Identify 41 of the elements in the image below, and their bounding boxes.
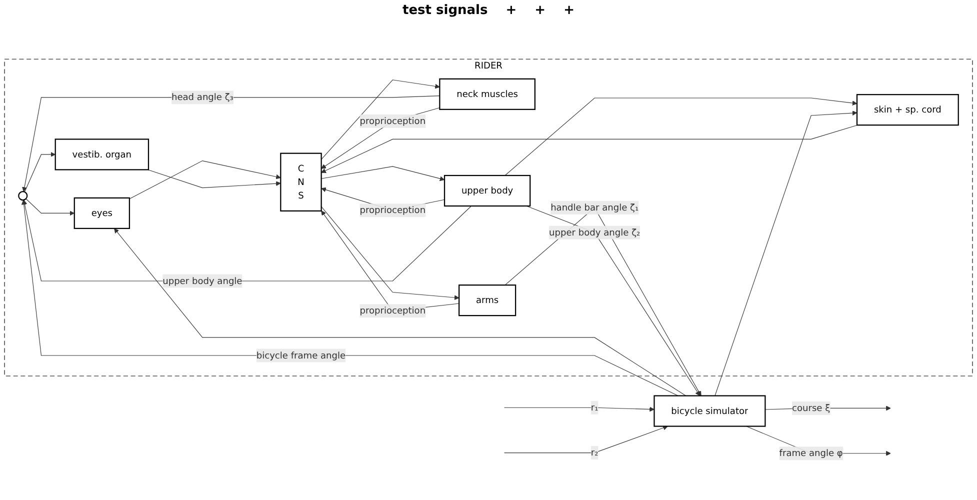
edge-label: upper body angle ζ₂	[549, 226, 640, 238]
edge-label: r₁	[590, 402, 598, 413]
node-box: arms	[458, 284, 516, 316]
arrow	[504, 98, 858, 176]
note-label: +	[534, 3, 546, 18]
arrow	[321, 80, 440, 160]
arrow	[26, 198, 75, 216]
node-box: bicycle simulator	[654, 395, 766, 427]
arrow	[714, 110, 858, 396]
arrow	[22, 200, 472, 282]
arrow	[504, 406, 654, 412]
node-box: skin + sp. cord	[856, 94, 959, 126]
edge-label: proprioception	[360, 115, 426, 126]
arrow	[129, 160, 281, 200]
note-label: +	[564, 3, 574, 18]
edge-label: handle bar angle ζ₁	[550, 202, 639, 213]
arrow	[114, 228, 686, 396]
node-box: upper body	[444, 174, 531, 207]
edge-label: r₂	[590, 447, 598, 458]
node-box: neck muscles	[439, 78, 536, 110]
edge-label: bicycle frame angle	[256, 350, 346, 361]
node-box: C N S	[280, 152, 322, 212]
edge-label: head angle ζ₃	[171, 92, 234, 102]
node-circle	[18, 191, 28, 201]
note-label: +	[506, 3, 517, 18]
node-box: vestib. organ	[54, 138, 150, 170]
edge-label: proprioception	[360, 305, 426, 316]
arrow	[321, 107, 440, 169]
edge-label: frame angle φ	[779, 448, 843, 458]
arrow	[22, 96, 440, 192]
arrow	[21, 200, 678, 396]
edge-label: course ξ	[792, 402, 830, 414]
arrow	[321, 124, 858, 173]
edge-label: upper body angle	[162, 275, 242, 286]
node-box: eyes	[74, 197, 130, 229]
arrow	[24, 152, 56, 192]
arrow	[148, 169, 281, 188]
edge-label: proprioception	[360, 204, 426, 216]
arrow	[504, 425, 668, 454]
arrow	[321, 166, 445, 182]
note-label: test signals	[402, 3, 488, 18]
